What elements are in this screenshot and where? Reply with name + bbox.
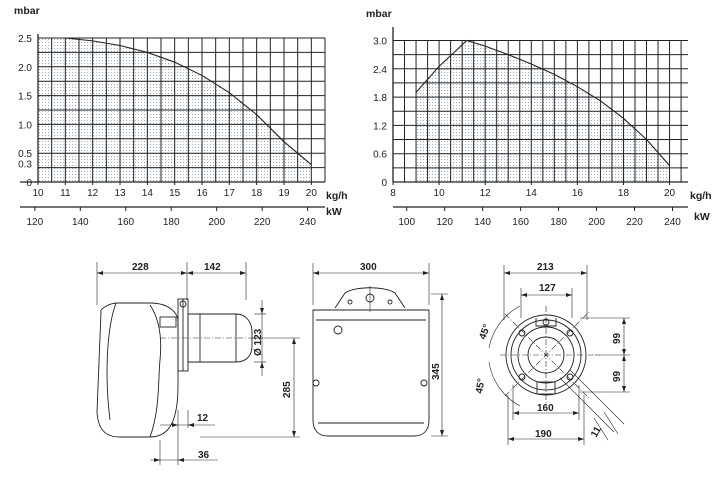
chart-left-kw-tick-label: 180 (163, 217, 180, 228)
chart-right-kw-tick-label: 100 (398, 217, 415, 228)
chart-left-x-unit: kg/h (326, 190, 348, 202)
chart-right-y-unit: mbar (366, 8, 392, 20)
chart-left-y-tick-label: 0.3 (18, 160, 32, 171)
chart-left-x-tick-label: 17 (224, 188, 236, 199)
dim-228: 228 (132, 262, 149, 273)
chart-left-kw-tick-label: 240 (299, 217, 316, 228)
chart-right-x-ticks: 8 10 12 14 16 18 20 (390, 182, 676, 199)
chart-right-kw-tick-label: 140 (474, 217, 491, 228)
chart-left-y-tick-label: 2.0 (18, 63, 32, 74)
front-view-drawing: 300 345 (312, 262, 448, 437)
chart-right-x-tick-label: 10 (434, 188, 446, 199)
dim-160: 160 (537, 403, 554, 414)
chart-right-y-ticks: 0 0.6 1.2 1.8 2.4 3.0 (373, 36, 387, 189)
dim-213: 213 (537, 262, 554, 273)
chart-right-y-tick-label: 1.8 (373, 93, 387, 104)
chart-right-y-tick-label: 0 (381, 178, 387, 189)
dim-285: 285 (282, 381, 293, 398)
angle-45-upper: 45° (477, 323, 493, 341)
chart-left-y-tick-label: 0.5 (18, 149, 32, 160)
chart-left-x-tick-label: 10 (32, 188, 44, 199)
dim-190: 190 (535, 429, 552, 440)
chart-right-kw-tick-label: 220 (626, 217, 643, 228)
dim-12: 12 (197, 413, 209, 424)
chart-left-kw-tick-label: 120 (26, 217, 43, 228)
chart-left-x2-ticks: 120 140 160 180 200 220 240 (26, 207, 316, 228)
dim-142: 142 (204, 262, 221, 273)
chart-left-y-unit: mbar (14, 5, 40, 17)
chart-right-x-tick-label: 20 (664, 188, 676, 199)
chart-right-x-tick-label: 18 (618, 188, 630, 199)
chart-left-grid (20, 34, 326, 208)
chart-right-grid (392, 27, 688, 208)
chart-right-kw-tick-label: 120 (436, 217, 453, 228)
dim-345: 345 (431, 363, 442, 380)
chart-right-x-unit: kg/h (690, 190, 712, 202)
chart-left-y-tick-label: 2.5 (18, 34, 32, 45)
chart-left-kw-tick-label: 140 (72, 217, 89, 228)
chart-left-y-tick-label: 0 (26, 178, 32, 189)
dim-36: 36 (198, 450, 210, 461)
chart-left-y-tick-label: 1.5 (18, 92, 32, 103)
chart-left-x-tick-label: 14 (142, 188, 154, 199)
chart-right-x-tick-label: 12 (480, 188, 492, 199)
side-view-drawing: 228 142 Ø 123 285 (96, 262, 300, 465)
chart-left-x-tick-label: 15 (169, 188, 181, 199)
chart-left-kw-tick-label: 200 (208, 217, 225, 228)
chart-left-x-tick-label: 12 (87, 188, 99, 199)
angle-45-lower: 45° (474, 378, 487, 395)
chart-left-curve (38, 37, 312, 166)
chart-left-x-tick-label: 19 (278, 188, 290, 199)
dim-300: 300 (360, 262, 377, 273)
chart-left-kw-tick-label: 220 (254, 217, 271, 228)
dim-99-upper: 99 (612, 332, 623, 344)
chart-right-kw-tick-label: 240 (664, 217, 681, 228)
chart-left-x-tick-label: 11 (60, 188, 71, 199)
dim-diameter-123: Ø 123 (253, 328, 264, 356)
dim-127: 127 (539, 283, 556, 294)
chart-left-kw-tick-label: 160 (117, 217, 134, 228)
chart-right-kw-tick-label: 160 (512, 217, 529, 228)
chart-right-x-tick-label: 8 (390, 188, 396, 199)
chart-right-y-tick-label: 0.6 (373, 150, 387, 161)
chart-left-x-ticks: 10 11 12 13 14 15 16 17 18 19 20 (32, 182, 317, 199)
dim-99-lower: 99 (612, 370, 623, 382)
chart-right-x-tick-label: 14 (526, 188, 538, 199)
chart-right-y-tick-label: 3.0 (373, 36, 387, 47)
chart-left-x-tick-label: 20 (306, 188, 318, 199)
chart-right-kw-tick-label: 200 (588, 217, 605, 228)
chart-left-y-ticks: 0 0.30.5 1.0 1.5 2.0 2.5 (18, 34, 32, 189)
chart-left-x-tick-label: 13 (114, 188, 126, 199)
chart-right-x2-unit: kW (694, 211, 710, 223)
flange-drawing: 213 127 45° 45° (474, 262, 630, 445)
chart-right-y-tick-label: 1.2 (373, 121, 387, 132)
chart-right-x2-ticks: 100 120 140 160 180 200 220 240 (398, 207, 681, 228)
chart-right-y-tick-label: 2.4 (373, 65, 387, 76)
chart-left-y-tick-label: 1.0 (18, 120, 32, 131)
dim-11: 11 (589, 424, 604, 439)
chart-right-curve (415, 39, 670, 166)
chart-right-x-tick-label: 16 (572, 188, 584, 199)
chart-left-x-tick-label: 16 (196, 188, 208, 199)
chart-left-x-tick-label: 18 (251, 188, 263, 199)
chart-left-x2-unit: kW (326, 206, 342, 218)
chart-right-kw-tick-label: 180 (550, 217, 567, 228)
